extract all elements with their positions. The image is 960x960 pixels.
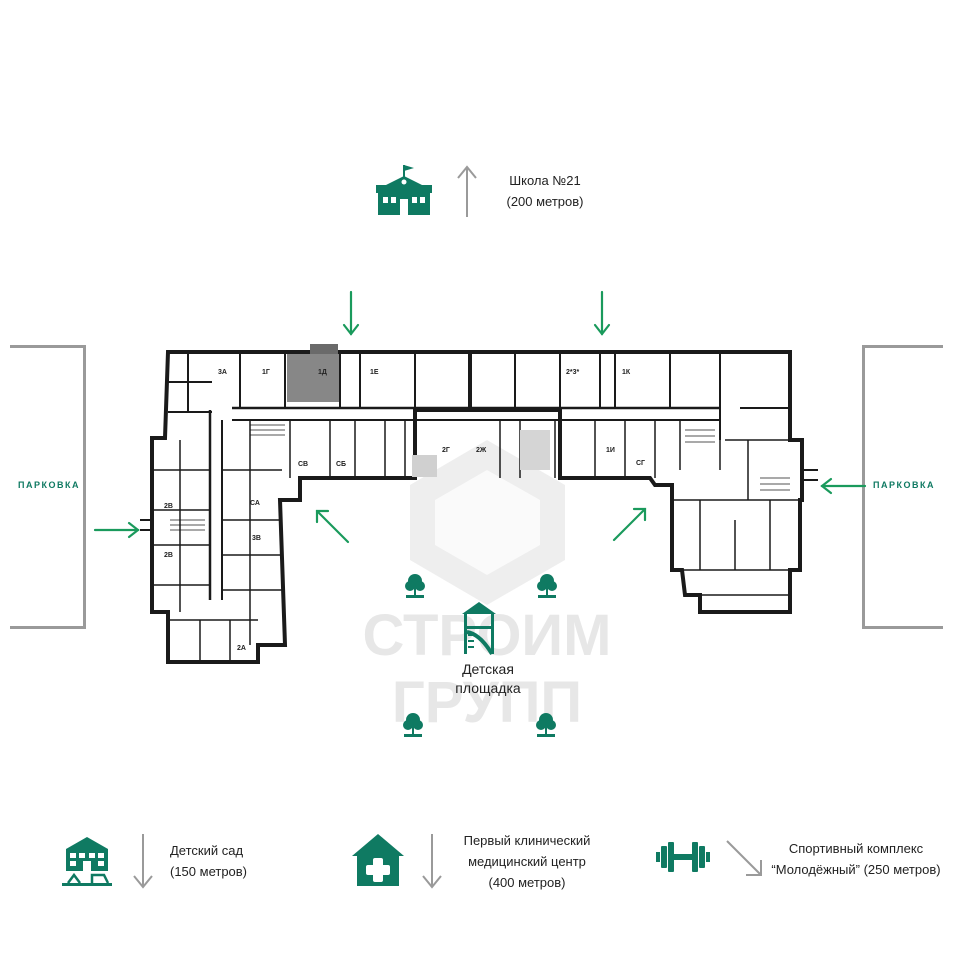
sport-line1: Спортивный комплекс [788,841,924,856]
arrow-down-right-icon [726,840,762,876]
school-caption: Школа №21 (200 метров) [480,170,610,212]
entrance-arrow-icon [342,290,360,336]
apt-label: СА [250,500,260,507]
tree-icon [405,574,425,598]
apt-label: 3В [252,535,261,542]
kindergarten-label: Детский сад [170,843,244,858]
clinic-caption: Первый клинический медицинский центр (40… [452,830,602,893]
apt-label: 1Г [262,369,270,376]
tree-icon [536,713,556,737]
parking-left-label: ПАРКОВКА [18,480,80,490]
kindergarten-distance: (150 метров) [170,864,248,879]
dumbbell-icon [656,842,710,872]
kindergarten-icon [62,837,112,886]
entrance-arrow-icon [820,477,867,495]
clinic-distance: (400 метров) [488,875,566,890]
apt-label: 1К [622,369,631,376]
parking-right-label: ПАРКОВКА [873,480,935,490]
apt-label: 2В [164,552,173,559]
apt-label: 1Д [318,369,327,376]
school-distance: (200 метров) [506,194,584,209]
apt-label: 2Ж [476,447,487,454]
arrow-down-icon [133,834,153,889]
clinic-line1: Первый клинический [463,833,591,848]
apt-label: 2А [237,645,246,652]
sport-line2: “Молодёжный” (250 метров) [771,862,941,877]
entrance-arrow-icon [612,507,647,542]
apt-label: СВ [298,461,308,468]
apt-label: 3А [218,369,227,376]
apt-label: 2*3* [566,369,580,376]
tree-icon [403,713,423,737]
clinic-line2: медицинский центр [468,854,586,869]
apt-label: 2В [164,503,173,510]
entrance-arrow-icon [593,290,611,336]
arrow-up-icon [457,165,477,217]
sport-caption: Спортивный комплекс “Молодёжный” (250 ме… [762,838,950,880]
apt-label: СБ [336,461,346,468]
tree-icon [537,574,557,598]
playground-icon [462,602,496,656]
apt-label: СГ [636,460,645,467]
kindergarten-caption: Детский сад (150 метров) [170,840,290,882]
apt-label: 2Г [442,447,450,454]
school-icon [376,165,432,215]
arrow-down-icon [422,834,442,889]
entrance-arrow-icon [93,521,140,539]
entrance-arrow-icon [315,509,350,544]
school-label: Школа №21 [509,173,581,188]
playground-line1: Детская [462,661,514,677]
apt-label: 1Е [370,369,379,376]
clinic-icon [352,834,404,886]
playground-caption: Детская площадка [430,660,546,698]
playground-line2: площадка [455,680,521,696]
parking-left-bracket [10,345,86,629]
apt-label: 1И [606,447,615,454]
